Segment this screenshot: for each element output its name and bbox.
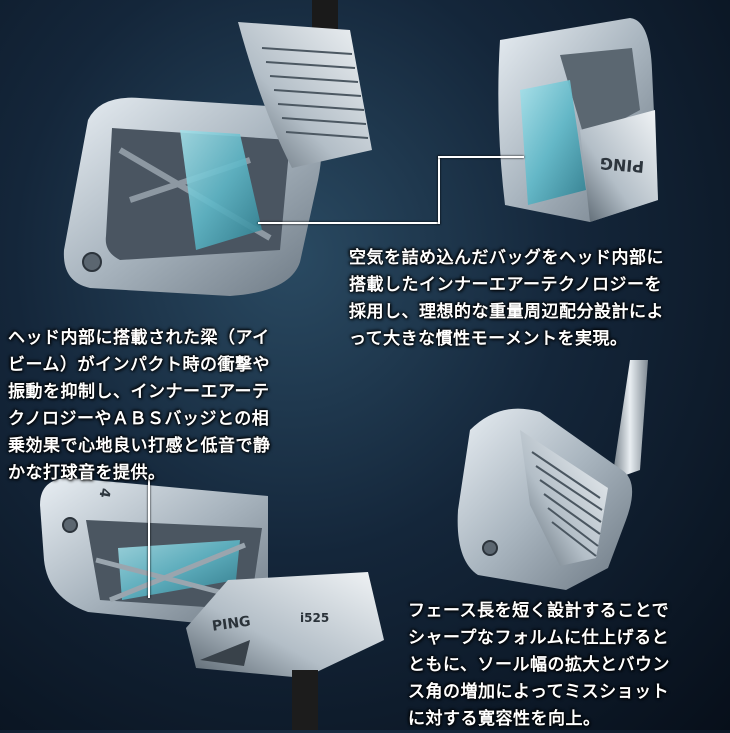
badge-logo: PING xyxy=(211,613,252,634)
caption-beam: ヘッド内部に搭載された梁（アイ ビーム）がインパクト時の衝撃や 振動を抑制し、イ… xyxy=(8,325,271,487)
badge-model: i525 xyxy=(300,611,329,625)
caption-air-bag: 空気を詰め込んだバッグをヘッド内部に 搭載したインナーエアーテクノロジーを 採用… xyxy=(349,245,664,353)
caption-line: かな打球音を提供。 xyxy=(8,463,166,483)
leader-line-vertical xyxy=(438,156,440,224)
leader-line-beam xyxy=(148,478,150,598)
caption-line: ビーム）がインパクト時の衝撃や xyxy=(8,355,270,375)
leader-line-connector xyxy=(438,156,524,158)
caption-line: ス角の増加によってミスショット xyxy=(408,682,670,702)
exploded-head-view: 4 PING i525 xyxy=(40,478,384,730)
head-cutaway-view: PING xyxy=(498,18,658,222)
caption-line: 空気を詰め込んだバッグをヘッド内部に xyxy=(349,248,664,268)
club-back-view xyxy=(63,0,372,296)
caption-line: シャープなフォルムに仕上げると xyxy=(408,628,670,648)
caption-line: 振動を抑制し、インナーエアーテ xyxy=(8,382,270,402)
caption-line: 乗効果で心地良い打感と低音で静 xyxy=(8,436,271,456)
caption-line: に対する寛容性を向上。 xyxy=(408,709,601,729)
caption-line: ヘッド内部に搭載された梁（アイ xyxy=(8,328,270,348)
caption-face: フェース長を短く設計することで シャープなフォルムに仕上げると ともに、ソール幅… xyxy=(408,598,670,733)
head-logo: PING xyxy=(599,154,645,177)
caption-line: フェース長を短く設計することで xyxy=(408,601,670,621)
caption-line: 採用し、理想的な重量周辺配分設計によ xyxy=(349,302,664,322)
leader-line-horizontal xyxy=(258,222,440,224)
caption-line: ともに、ソール幅の拡大とバウン xyxy=(408,655,670,675)
head-number: 4 xyxy=(95,487,112,500)
caption-line: クノロジーやＡＢＳバッジとの相 xyxy=(8,409,270,429)
caption-line: って大きな慣性モーメントを実現。 xyxy=(349,329,628,349)
club-face-view xyxy=(457,360,648,590)
caption-line: 搭載したインナーエアーテクノロジーを xyxy=(349,275,662,295)
